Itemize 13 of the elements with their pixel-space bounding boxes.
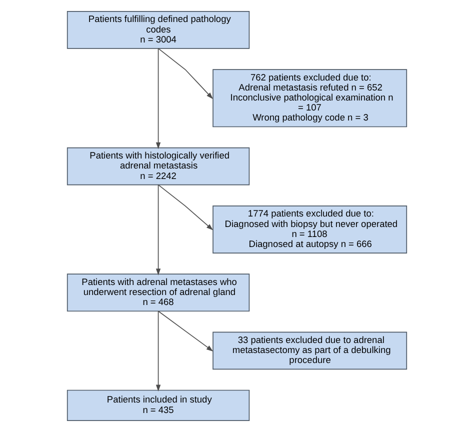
arrow <box>156 310 161 392</box>
arrow <box>158 184 214 230</box>
node-box: 33 patients excluded due to adrenal metastasectomy as part of a debulking procedure <box>212 332 408 370</box>
arrow <box>156 48 161 150</box>
node-box: Patients included in study n = 435 <box>66 390 250 421</box>
node-box: 762 patients excluded due to: Adrenal metastasis refuted n = 652 Inconclusive pathological examination n = 107 Wrong pathology code n = 3 <box>212 69 408 128</box>
node-box: Patients with histologically verified adrenal metastasis n = 2242 <box>66 147 250 186</box>
arrow <box>158 48 214 100</box>
node-box: Patients with adrenal metastases who underwent resection of adrenal gland n = 468 <box>66 274 250 312</box>
arrow <box>156 184 161 276</box>
node-box: Patients fulfilling defined pathology codes n = 3004 <box>66 11 250 49</box>
node-box: 1774 patients excluded due to: Diagnosed with biopsy but never operated n = 1108 Diagnosed at autopsy n = 666 <box>212 205 408 254</box>
arrow <box>158 310 214 352</box>
